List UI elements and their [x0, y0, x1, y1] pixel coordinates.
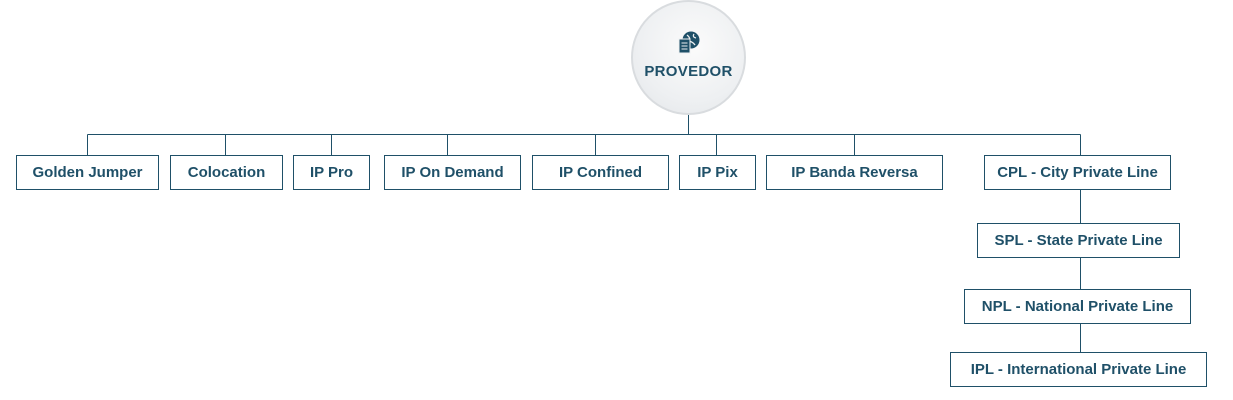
node-spl-state-private-line[interactable]: SPL - State Private Line — [977, 223, 1180, 258]
node-ip-pix[interactable]: IP Pix — [679, 155, 756, 190]
root-label: PROVEDOR — [644, 63, 732, 80]
document-globe-icon — [675, 29, 703, 57]
node-cpl-city-private-line[interactable]: CPL - City Private Line — [984, 155, 1171, 190]
node-ip-on-demand[interactable]: IP On Demand — [384, 155, 521, 190]
root-node-provedor: PROVEDOR — [631, 0, 746, 115]
node-npl-national-private-line[interactable]: NPL - National Private Line — [964, 289, 1191, 324]
node-golden-jumper[interactable]: Golden Jumper — [16, 155, 159, 190]
node-ip-pro[interactable]: IP Pro — [293, 155, 370, 190]
node-ip-confined[interactable]: IP Confined — [532, 155, 669, 190]
node-colocation[interactable]: Colocation — [170, 155, 283, 190]
node-ipl-international-private-line[interactable]: IPL - International Private Line — [950, 352, 1207, 387]
node-ip-banda-reversa[interactable]: IP Banda Reversa — [766, 155, 943, 190]
